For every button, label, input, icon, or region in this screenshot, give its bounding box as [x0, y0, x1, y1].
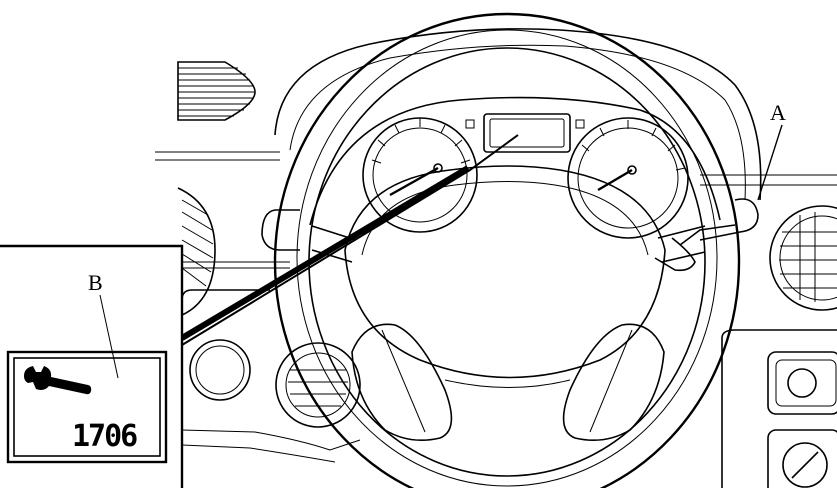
left-stalk — [261, 209, 300, 251]
steering-wheel — [273, 12, 741, 488]
leader-lines — [180, 124, 783, 346]
right-stalk — [654, 198, 759, 272]
tachometer-gauge — [567, 117, 689, 239]
right-round-vent — [769, 205, 837, 311]
maintenance-readout: 1706 — [72, 419, 137, 454]
callout-a: A — [770, 100, 786, 125]
left-top-vent — [177, 61, 256, 121]
centre-console — [181, 289, 361, 463]
left-round-vent — [177, 187, 216, 316]
callout-b: B — [88, 270, 103, 295]
right-switch-panel — [721, 329, 837, 488]
dashboard-lines — [155, 151, 837, 269]
speedometer-gauge — [362, 117, 478, 233]
instrument-cluster — [274, 28, 762, 239]
central-display — [465, 113, 585, 153]
inset-panel: B 1706 — [0, 244, 184, 488]
wrench-icon — [24, 366, 92, 395]
